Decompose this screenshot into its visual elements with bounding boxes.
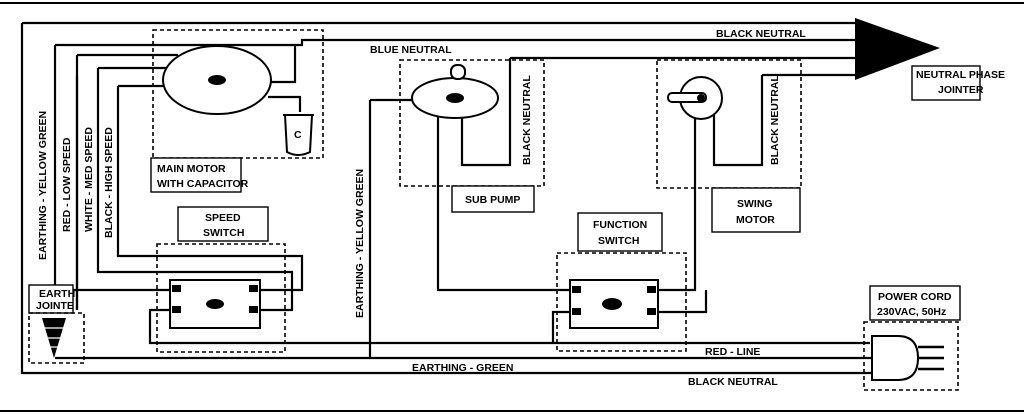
wire-black-neutral-top-2 bbox=[55, 38, 858, 47]
label-earthing-yellow-green-left: EARTHING - YELLOW GREEN bbox=[37, 111, 49, 260]
function-switch-terminal bbox=[647, 308, 656, 315]
speed-switch-label-1: SPEED bbox=[205, 212, 241, 224]
neutral-phase-jointer-label-1: NEUTRAL PHASE bbox=[916, 69, 1005, 81]
function-switch-dashed-box bbox=[556, 252, 687, 352]
label-white-med-speed: WHITE - MED SPEED bbox=[83, 127, 95, 232]
function-switch-terminal bbox=[647, 286, 656, 293]
sub-pump-label-box bbox=[451, 185, 535, 213]
wire-sub-pump-switch bbox=[436, 115, 575, 292]
speed-switch-terminal bbox=[172, 306, 181, 313]
main-motor-shaft-icon bbox=[208, 75, 226, 85]
earth-jointer-label-2: JOINTE bbox=[36, 300, 74, 312]
main-motor-label-box bbox=[150, 157, 242, 193]
wire-sub-pump-neutral bbox=[460, 58, 512, 167]
wire-black-neutral-loop-left bbox=[20, 23, 872, 375]
sub-pump-dashed-box bbox=[399, 59, 545, 187]
earth-jointer-label-box bbox=[28, 284, 74, 314]
power-cord-label-1: POWER CORD bbox=[878, 291, 952, 303]
speed-switch-terminal bbox=[249, 285, 258, 292]
function-switch-terminal bbox=[572, 308, 581, 315]
sub-pump-label: SUB PUMP bbox=[465, 194, 520, 206]
label-black-high-speed: BLACK - HIGH SPEED bbox=[103, 127, 115, 238]
neutral-phase-jointer-label-2: JOINTER bbox=[938, 84, 984, 96]
wire-white-med bbox=[96, 68, 294, 312]
swing-motor-label-1: SWING bbox=[737, 198, 773, 210]
wire-black-high bbox=[116, 86, 304, 292]
wire-swing-neutral bbox=[712, 75, 764, 167]
wire-motor-capacitor bbox=[268, 95, 302, 112]
function-switch-label-box bbox=[577, 212, 663, 252]
speed-switch-label-2: SWITCH bbox=[203, 227, 244, 239]
label-black-neutral-bottom: BLACK NEUTRAL bbox=[688, 376, 778, 388]
wire-function-swing bbox=[655, 115, 697, 292]
wire-red-line bbox=[148, 308, 870, 345]
function-switch-terminal bbox=[572, 286, 581, 293]
main-motor-dashed-box bbox=[152, 29, 324, 159]
wire-motor-neutral bbox=[268, 45, 297, 84]
speed-switch-terminal bbox=[172, 285, 181, 292]
label-earthing-green: EARTHING - GREEN bbox=[412, 362, 514, 374]
power-cord-label-box bbox=[869, 285, 961, 321]
power-cord-label-2: 230VAC, 50Hz bbox=[877, 306, 946, 318]
swing-motor-shaft bbox=[667, 92, 707, 103]
label-earthing-yellow-green-mid: EARTHING - YELLOW GREEN bbox=[354, 169, 366, 318]
main-motor-label-2: WITH CAPACITOR bbox=[157, 178, 249, 190]
swing-motor-label-box bbox=[711, 187, 801, 233]
sub-pump-shaft-icon bbox=[446, 93, 464, 103]
neutral-phase-jointer-box bbox=[911, 65, 981, 101]
label-blue-neutral: BLUE NEUTRAL bbox=[370, 44, 452, 56]
function-switch-label-1: FUNCTION bbox=[593, 219, 647, 231]
sub-pump-nozzle bbox=[450, 64, 466, 80]
wire-function-line bbox=[551, 310, 575, 343]
wires bbox=[20, 21, 872, 375]
swing-motor-hub-icon bbox=[697, 94, 705, 102]
power-plug-icon bbox=[871, 335, 920, 381]
speed-switch-label-box bbox=[177, 206, 269, 242]
earth-jointer-label-1: EARTH bbox=[39, 288, 75, 300]
speed-switch-terminal bbox=[249, 306, 258, 313]
wire-function-swing-2 bbox=[655, 290, 708, 314]
label-red-low-speed: RED - LOW SPEED bbox=[61, 137, 73, 232]
capacitor-label: C bbox=[294, 129, 302, 141]
speed-switch-knob-icon bbox=[206, 299, 224, 309]
power-cord-dashed-box bbox=[863, 321, 959, 391]
label-swing-black-neutral: BLACK NEUTRAL bbox=[769, 75, 781, 165]
label-sub-pump-black-neutral: BLACK NEUTRAL bbox=[521, 75, 533, 165]
speed-switch-dashed-box bbox=[156, 243, 286, 353]
main-motor-label-1: MAIN MOTOR bbox=[157, 163, 226, 175]
label-black-neutral-top: BLACK NEUTRAL bbox=[716, 28, 806, 40]
neutral-phase-jointer-arrow bbox=[855, 18, 940, 80]
swing-motor-label-2: MOTOR bbox=[736, 214, 775, 226]
function-switch-label-2: SWITCH bbox=[598, 235, 639, 247]
earth-jointer-dashed-box bbox=[28, 312, 85, 364]
label-red-line: RED - LINE bbox=[705, 346, 760, 358]
capacitor bbox=[283, 114, 314, 156]
function-switch-knob-icon bbox=[602, 298, 622, 310]
